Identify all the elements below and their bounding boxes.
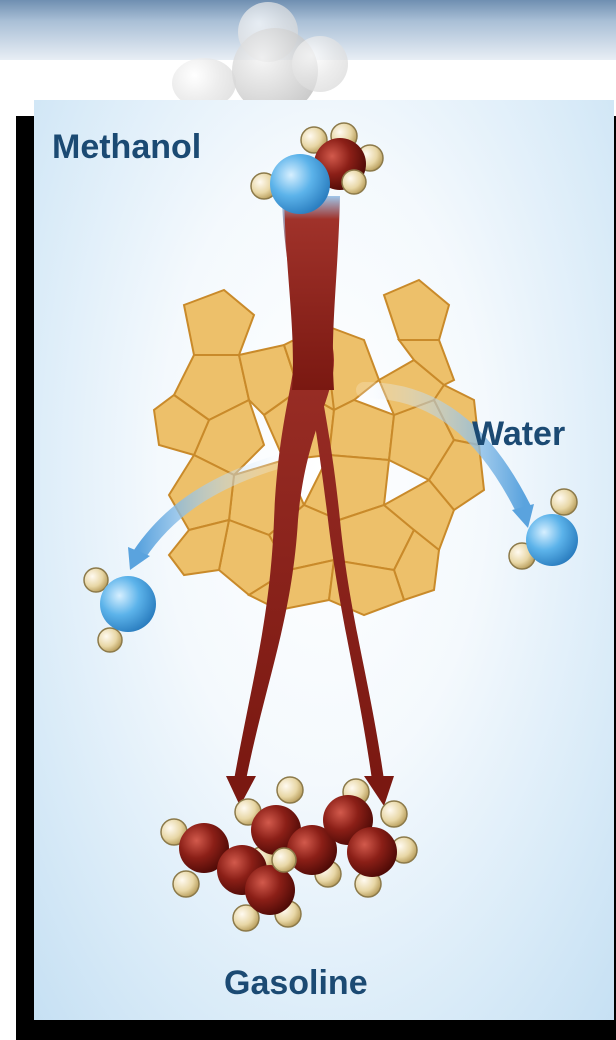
methanol-label: Methanol [52,128,201,167]
gasoline-label: Gasoline [224,964,368,1003]
water-molecule-icon [84,568,156,652]
background-molecule-icon [292,36,348,92]
reaction-diagram [34,100,614,1020]
diagram-panel: Methanol Water Gasoline [34,100,614,1020]
gasoline-molecule-icon [161,777,417,931]
methanol-molecule-icon [251,123,383,214]
water-label: Water [472,415,565,454]
